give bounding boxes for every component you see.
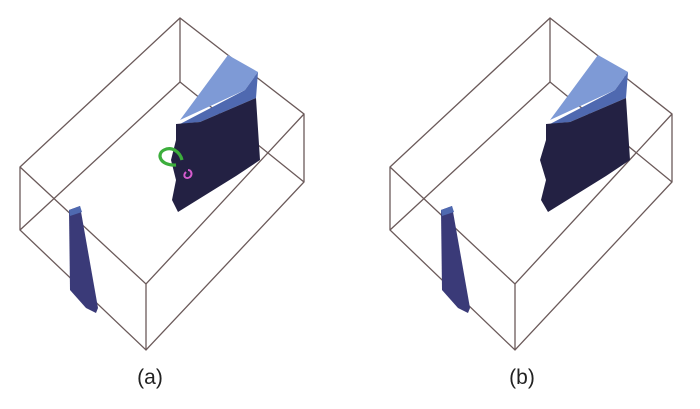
panel-a-box-wireframe xyxy=(19,17,305,351)
panel-a-fracture-light-face xyxy=(180,55,258,120)
panel-a-box-back-edges xyxy=(19,81,305,231)
panel-b-box-wireframe xyxy=(389,17,673,351)
panel-b-box-top-front-edge xyxy=(389,113,673,285)
panel-b xyxy=(389,17,673,351)
panel-a-box-outline xyxy=(19,17,305,351)
panel-a-fracture-dark-face xyxy=(171,98,260,212)
panel-b-fracture-light-face xyxy=(550,55,628,120)
panel-b-label: (b) xyxy=(509,366,535,389)
panel-a-box-top-front-edge xyxy=(19,113,305,285)
panel-a-left-slab xyxy=(69,206,98,313)
panel-a-fracture-mid-face xyxy=(180,72,258,124)
panel-b-left-slab-top xyxy=(441,206,454,216)
panel-a xyxy=(19,17,305,351)
panel-a-green-ring xyxy=(158,147,184,167)
panel-a-pink-ring xyxy=(183,169,193,180)
panel-b-fracture-dark-face xyxy=(540,98,630,212)
panel-a-label: (a) xyxy=(137,366,163,389)
panel-b-left-slab xyxy=(441,206,470,313)
panel-a-left-slab-top xyxy=(69,206,82,216)
panel-b-box-outline xyxy=(389,17,673,351)
panel-b-fracture-mid-face xyxy=(550,72,628,124)
